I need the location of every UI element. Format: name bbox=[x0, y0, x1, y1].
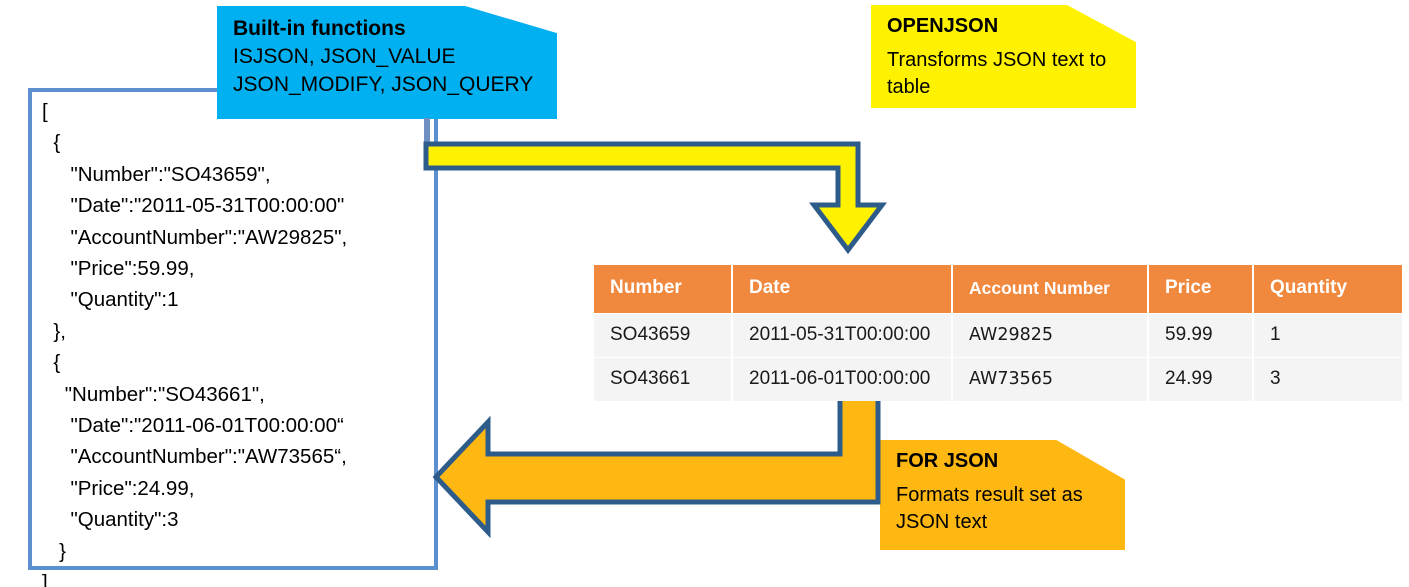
column-header-account-number: Account Number bbox=[952, 265, 1149, 313]
cell-quantity: 1 bbox=[1253, 312, 1402, 357]
callout-for-json-body: Formats result set as JSON text bbox=[896, 484, 1083, 533]
callout-built-in-functions-title: Built-in functions bbox=[233, 17, 406, 40]
callout-openjson-title: OPENJSON bbox=[887, 15, 999, 37]
cell-account: AW29825 bbox=[952, 312, 1149, 357]
cell-quantity: 3 bbox=[1253, 356, 1402, 401]
cell-number: SO43659 bbox=[594, 312, 733, 357]
cell-price: 24.99 bbox=[1148, 356, 1254, 401]
openjson-arrow-icon bbox=[423, 141, 888, 255]
table-row: SO43661 2011-06-01T00:00:00 AW73565 24.9… bbox=[594, 356, 1402, 401]
table-row: SO43659 2011-05-31T00:00:00 AW29825 59.9… bbox=[594, 312, 1402, 357]
callout-built-in-functions-pointer bbox=[424, 118, 430, 146]
table-header-row: Number Date Account Number Price Quantit… bbox=[594, 265, 1402, 313]
cell-date: 2011-06-01T00:00:00 bbox=[732, 356, 953, 401]
cell-date: 2011-05-31T00:00:00 bbox=[732, 312, 953, 357]
cell-price: 59.99 bbox=[1148, 312, 1254, 357]
callout-built-in-functions-body: ISJSON, JSON_VALUE JSON_MODIFY, JSON_QUE… bbox=[233, 45, 534, 96]
json-text-panel: [ { "Number":"SO43659", "Date":"2011-05-… bbox=[28, 88, 438, 587]
cell-account: AW73565 bbox=[952, 356, 1149, 401]
callout-for-json: FOR JSON Formats result set as JSON text bbox=[880, 440, 1125, 550]
column-header-number: Number bbox=[594, 265, 733, 313]
json-source-code: [ { "Number":"SO43659", "Date":"2011-05-… bbox=[42, 100, 348, 587]
cell-number: SO43661 bbox=[594, 356, 733, 401]
result-table: Number Date Account Number Price Quantit… bbox=[594, 265, 1402, 401]
column-header-price: Price bbox=[1148, 265, 1254, 313]
column-header-date: Date bbox=[732, 265, 953, 313]
callout-built-in-functions: Built-in functions ISJSON, JSON_VALUE JS… bbox=[217, 6, 557, 119]
callout-openjson-body: Transforms JSON text to table bbox=[887, 49, 1107, 98]
column-header-quantity: Quantity bbox=[1253, 265, 1402, 313]
for-json-arrow-icon bbox=[432, 391, 881, 539]
callout-for-json-title: FOR JSON bbox=[896, 450, 999, 472]
callout-openjson: OPENJSON Transforms JSON text to table bbox=[871, 5, 1136, 108]
